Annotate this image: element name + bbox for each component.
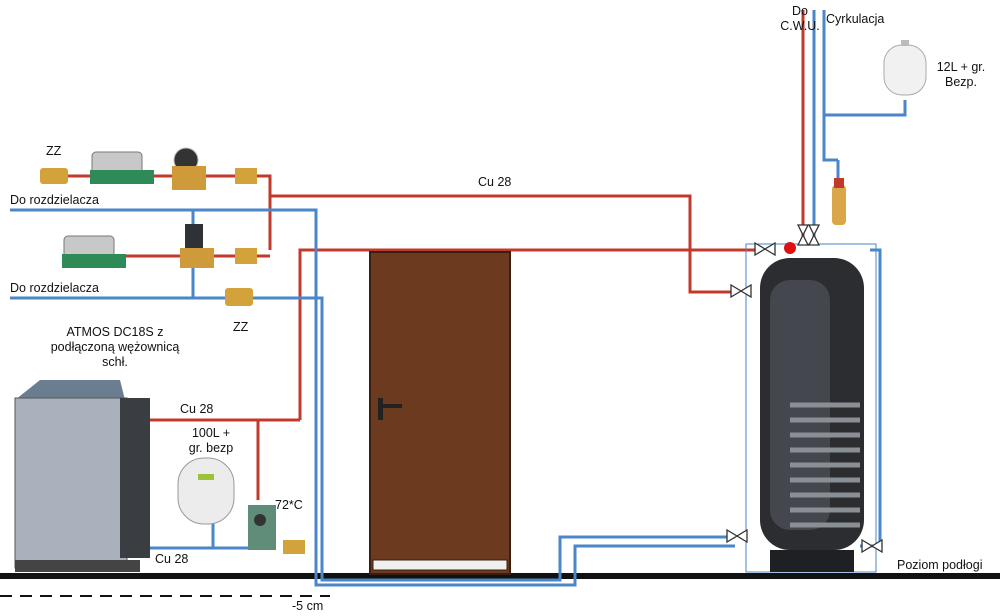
floor-line bbox=[0, 573, 1000, 579]
label-do-cwu: Do C.W.U. bbox=[780, 4, 820, 33]
red-tee bbox=[784, 242, 796, 254]
boiler-atmos bbox=[14, 380, 150, 572]
label-do-rozdzielacza-1: Do rozdzielacza bbox=[10, 193, 99, 207]
expansion-tank-100l bbox=[177, 457, 235, 525]
label-cu28-low: Cu 28 bbox=[155, 552, 189, 566]
pump-bottom bbox=[62, 235, 126, 268]
valves bbox=[726, 224, 883, 554]
label-cu28-top: Cu 28 bbox=[478, 175, 512, 189]
fittings bbox=[40, 147, 305, 554]
hot-water-tank bbox=[745, 178, 877, 573]
label-expansion-12l: 12L + gr. Bezp. bbox=[936, 60, 986, 89]
label-zz-mid: ZZ bbox=[233, 320, 249, 334]
coil bbox=[790, 402, 860, 528]
label-expansion-100l: 100L + gr. bezp bbox=[188, 426, 234, 455]
label-zz-top: ZZ bbox=[46, 144, 62, 158]
label-cyrkulacja: Cyrkulacja bbox=[826, 12, 885, 26]
expansion-tank-12l bbox=[883, 40, 927, 96]
label-cu28-mid: Cu 28 bbox=[180, 402, 214, 416]
pump-top bbox=[90, 151, 154, 184]
label-do-rozdzielacza-2: Do rozdzielacza bbox=[10, 281, 99, 295]
label-temp: 72*C bbox=[275, 498, 303, 512]
label-boiler: ATMOS DC18S z podłączoną wężownicą schł. bbox=[50, 325, 180, 369]
label-minus5cm: -5 cm bbox=[292, 599, 324, 613]
door bbox=[369, 251, 511, 575]
label-poziom-podlogi: Poziom podłogi bbox=[897, 558, 983, 572]
